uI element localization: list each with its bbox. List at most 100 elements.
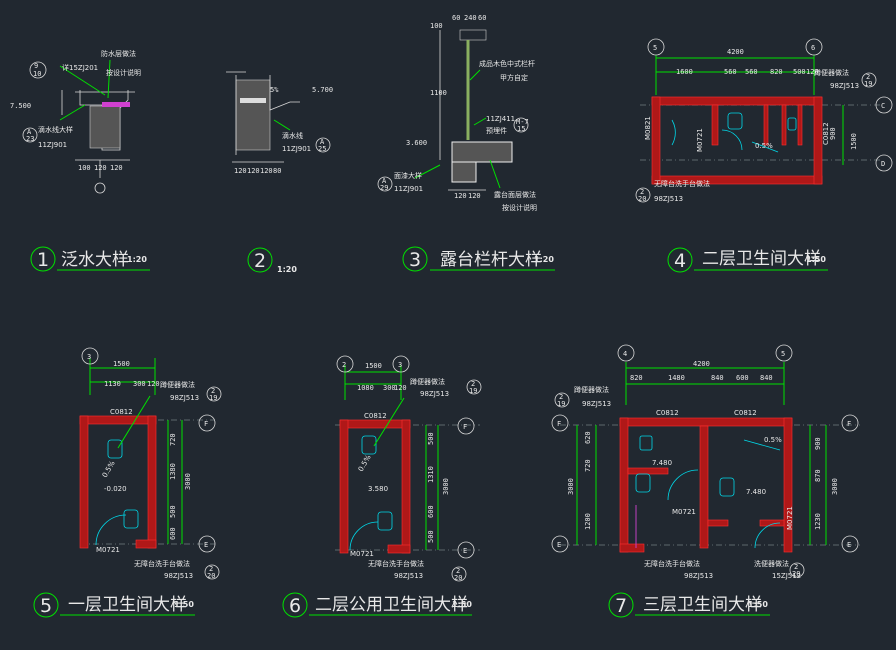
- d4-dim-0: 4200: [727, 48, 744, 56]
- d3-ann-6: 面漆大样: [394, 171, 422, 180]
- d7-dim-7: 620: [584, 431, 592, 444]
- d4-axis-6: 6: [811, 44, 815, 52]
- d6-dim-0: 1500: [365, 362, 382, 370]
- d7-dim-9: 1200: [584, 513, 592, 530]
- d6-ref2-a: 2: [456, 567, 460, 575]
- d6-ref-a: 2: [471, 380, 475, 388]
- d7-ann-8: M0721: [672, 508, 696, 516]
- d4-ref2-a: 2: [640, 188, 644, 196]
- d7-dim-0: 4200: [693, 360, 710, 368]
- d4-axis-5: 5: [653, 44, 657, 52]
- d3-ref-b: 15: [517, 125, 525, 133]
- d7-dim-3: 840: [711, 374, 724, 382]
- d5-dim-8: 600: [169, 527, 177, 540]
- title-2: 2 1:20: [247, 247, 297, 274]
- d6-axis-3: 3: [398, 361, 402, 369]
- title-4-text: 二层卫生间大样: [702, 249, 821, 269]
- d5-dim-2: 300: [133, 380, 146, 388]
- d4-ann-6: C0812: [822, 122, 830, 145]
- d4-ann-2: 无障台洗手台做法: [654, 179, 710, 188]
- d1-dim-3: 7.500: [10, 102, 31, 110]
- d5-axis-e: E: [204, 541, 208, 549]
- d1-ref-a: 9: [34, 62, 38, 70]
- d5-dim-7: 500: [169, 505, 177, 518]
- d2-ann-2: 5.700: [312, 86, 333, 94]
- d7-ann-1: 98ZJ513: [582, 400, 611, 408]
- d3-dim-2: 60: [478, 14, 486, 22]
- d1-dim-0: 100: [78, 164, 91, 172]
- detail-7-drawing: 4200 820 1480 840 600 840 3000 620 720 1…: [551, 344, 860, 580]
- d5-ref2-b: 20: [207, 572, 215, 580]
- d7-axis-5: 5: [781, 350, 785, 358]
- d3-ann-3: 预埋件: [486, 126, 507, 135]
- d4-ann-4: M0721: [696, 128, 704, 152]
- d6-dim-1: 1080: [357, 384, 374, 392]
- d3-ann-7: 11ZJ901: [394, 185, 423, 193]
- d2-dim-2: 120: [260, 167, 273, 175]
- d4-ref-b: 19: [864, 80, 872, 88]
- d5-dim-6: 3000: [184, 473, 192, 490]
- title-6: 6 二层公用卫生间大样 1:50: [282, 592, 472, 618]
- title-6-number: 6: [289, 595, 301, 617]
- d3-ann-5: 按设计说明: [502, 203, 537, 212]
- title-6-text: 二层公用卫生间大样: [315, 595, 468, 615]
- d7-ann-3: 98ZJ513: [684, 572, 713, 580]
- d4-ref-a: 2: [866, 73, 870, 81]
- d5-dim-3: 120: [147, 380, 160, 388]
- title-1-text: 泛水大样: [61, 250, 129, 270]
- d5-ann-6: -0.020: [104, 485, 127, 493]
- d3-ref-a: M-7: [516, 118, 529, 126]
- d7-dim-13: 3000: [831, 478, 839, 495]
- d6-dim-4: 500: [427, 432, 435, 445]
- d3-ann-1: 甲方自定: [500, 73, 528, 82]
- d1-ann-1: 防水层做法: [101, 49, 136, 58]
- d4-axis-c: C: [881, 102, 885, 110]
- d3-dim-3: 100: [430, 22, 443, 30]
- d2-dim-0: 120: [234, 167, 247, 175]
- d7-dim-6: 3000: [567, 478, 575, 495]
- title-1-number: 1: [37, 249, 49, 271]
- d6-ann-7: 0.5%: [357, 453, 373, 473]
- d4-dim-7: 900: [829, 127, 837, 140]
- d5-dim-0: 1500: [113, 360, 130, 368]
- d4-ann-0: 蹲便器做法: [814, 68, 849, 77]
- title-5: 5 一层卫生间大样 1:50: [33, 592, 195, 618]
- d7-axis-f-left: F: [557, 420, 561, 428]
- d6-ann-2: 无障台洗手台做法: [368, 559, 424, 568]
- d7-dim-4: 600: [736, 374, 749, 382]
- d7-axis-e-left: E: [557, 541, 561, 549]
- detail-1-drawing: 详15ZJ201 防水层做法 按设计说明 滴水线大样 11ZJ901 100 1…: [10, 49, 141, 194]
- d1-ann-2: 按设计说明: [106, 68, 141, 77]
- d7-ann-11: 7.480: [746, 488, 766, 496]
- d7-ann-5: 15ZJ512: [772, 572, 801, 580]
- d2-dim-5: 5%: [270, 86, 279, 94]
- d3-dim-0: 60: [452, 14, 460, 22]
- d5-ann-7: 0.5%: [101, 459, 117, 479]
- d5-ref2-a: 2: [209, 565, 213, 573]
- title-5-number: 5: [40, 595, 52, 617]
- d5-ann-4: C0812: [110, 408, 133, 416]
- d6-dim-6: 3000: [442, 478, 450, 495]
- d4-dim-6: 120: [806, 68, 819, 76]
- d3-dim-1: 240: [464, 14, 477, 22]
- d3-ref2-b: 29: [380, 184, 388, 192]
- d1-ref2-a: A: [27, 128, 32, 136]
- d6-dim-8: 500: [427, 530, 435, 543]
- title-5-scale: 1:50: [174, 600, 194, 609]
- d3-ann-0: 成品木色中式栏杆: [479, 59, 535, 68]
- title-7-text: 三层卫生间大样: [643, 595, 762, 615]
- d7-ann-0: 蹲便器做法: [574, 385, 609, 394]
- d6-ann-4: C0812: [364, 412, 387, 420]
- d2-dim-1: 120: [247, 167, 260, 175]
- d2-ann-1: 11ZJ901: [282, 145, 311, 153]
- d4-dim-5: 500: [793, 68, 806, 76]
- title-3-scale: 1:20: [534, 255, 554, 264]
- d5-ref-b: 19: [209, 394, 217, 402]
- d6-ref-b: 19: [469, 387, 477, 395]
- d7-dim-5: 840: [760, 374, 773, 382]
- detail-6-drawing: 1500 1080 300 120 500 1310 3000 600 500 …: [335, 355, 482, 582]
- d7-dim-11: 870: [814, 469, 822, 482]
- title-4: 4 二层卫生间大样 1:50: [667, 247, 828, 273]
- d6-dim-5: 1310: [427, 466, 435, 483]
